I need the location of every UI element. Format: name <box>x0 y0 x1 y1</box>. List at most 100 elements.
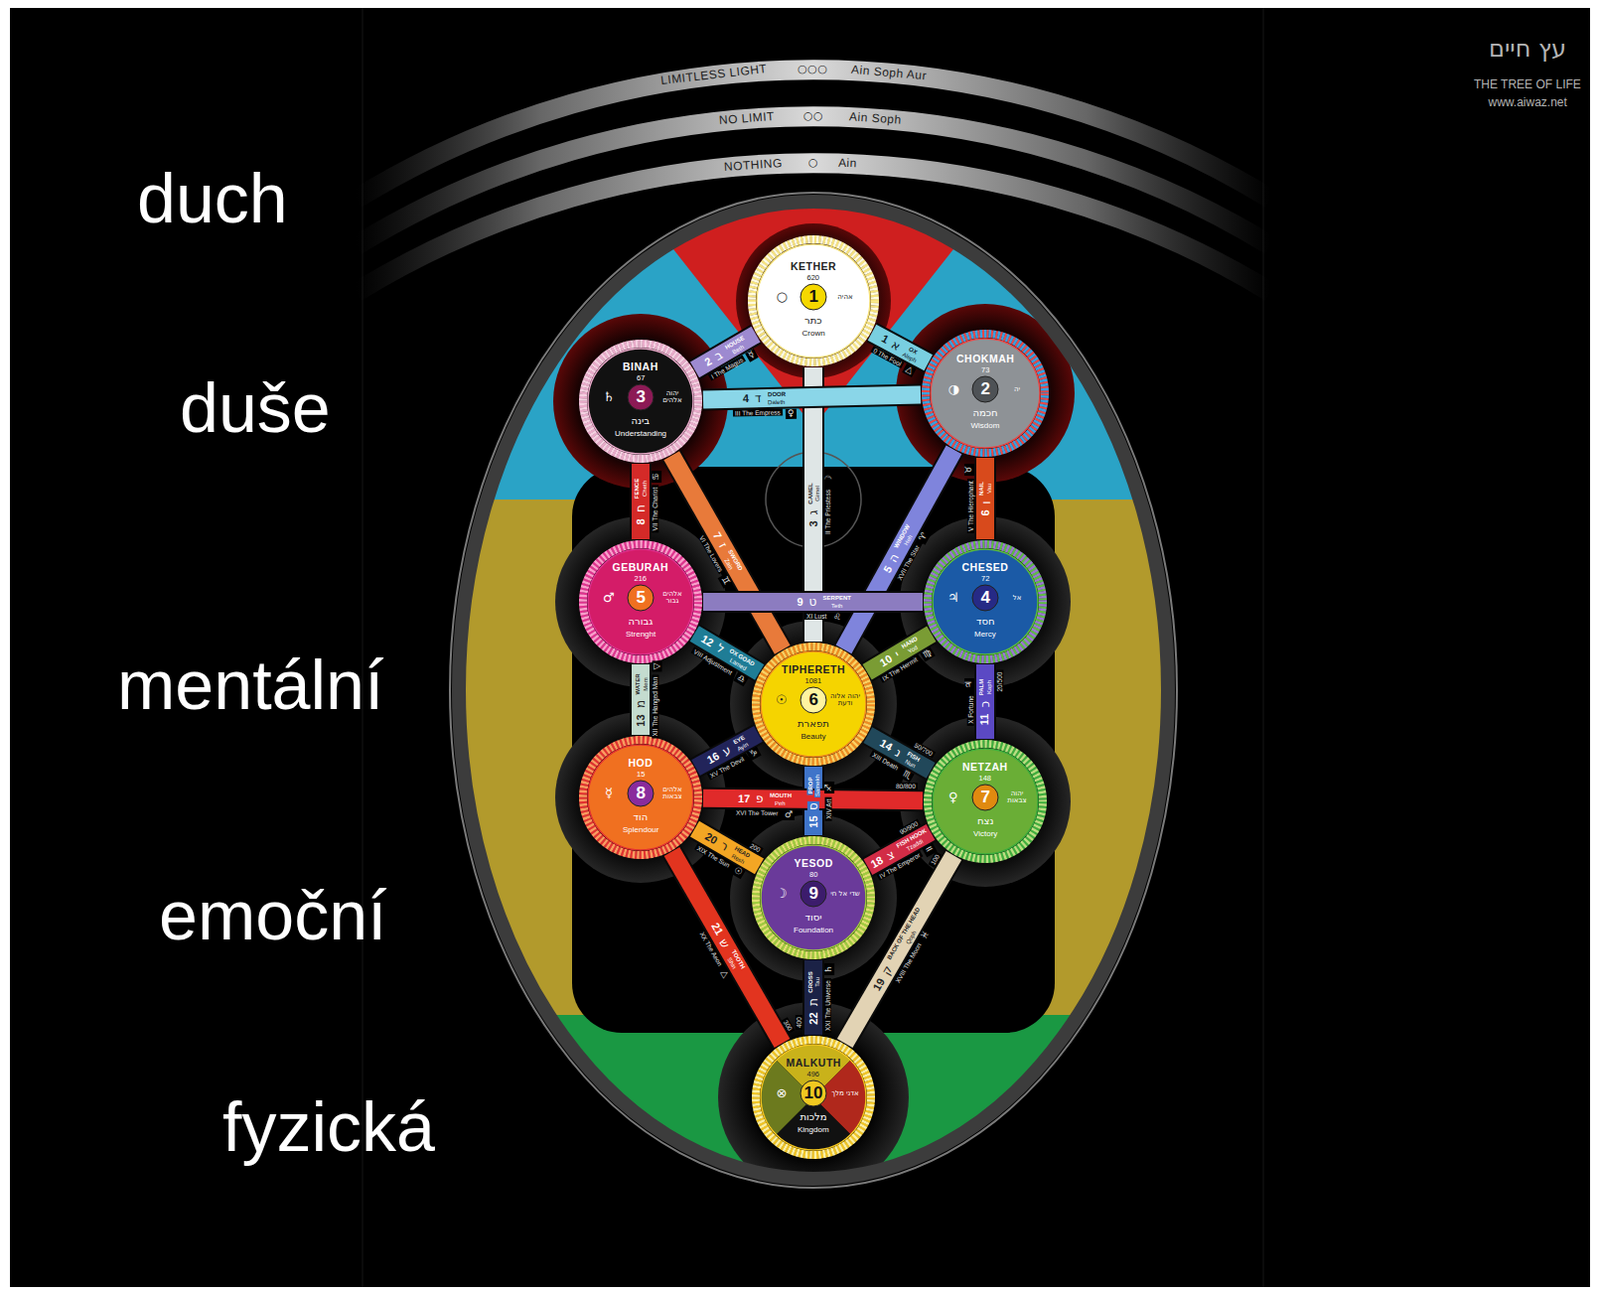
hebrew-name: יסוד <box>805 911 823 923</box>
path-band-outline <box>802 960 825 1035</box>
letter-meaning: SERPENT <box>822 594 853 601</box>
sephira-number: 5 <box>636 588 646 608</box>
sephira-disc <box>930 338 1040 448</box>
sephira-name: CHESED <box>962 562 1010 575</box>
planet-symbol: ♂ <box>602 590 615 605</box>
sephira-ring <box>755 840 872 956</box>
sephira-disc <box>587 744 694 851</box>
letter-name: Kaph <box>986 678 993 695</box>
path-band <box>703 394 921 400</box>
path-band <box>631 463 650 540</box>
letter-value: 400 <box>795 1015 803 1030</box>
planet-symbol: ⊗ <box>776 1086 788 1101</box>
astro-symbol: ♀ <box>785 408 797 419</box>
sephira-ring <box>755 1039 872 1156</box>
gematria-value: 148 <box>979 774 993 783</box>
sephira-circle: TIPHERETH10816☉תפארתBeautyיהוה אלוה ודעת <box>751 642 875 766</box>
letter-name: Cheth <box>641 479 648 498</box>
sephira-name: TIPHERETH <box>781 664 846 677</box>
path-band <box>872 332 929 363</box>
plane-label: duch <box>137 160 289 238</box>
hebrew-name: הוד <box>633 811 649 823</box>
tarot-card: XI Lust <box>804 612 829 620</box>
divine-name: אלהים גבור <box>657 590 688 606</box>
sephira-disc <box>587 549 694 655</box>
sephira-ring <box>751 239 875 363</box>
path-band-outline <box>629 463 652 540</box>
sephira-ring <box>925 333 1045 453</box>
path-number: 13 <box>635 713 647 728</box>
sephira-circle: CHESED724♃חסדMercyאל <box>923 540 1047 664</box>
path-band <box>872 332 929 363</box>
divine-name: אל <box>1002 594 1032 602</box>
planet-symbol: ○ <box>776 290 788 304</box>
astro-symbol: ♄ <box>824 962 835 975</box>
divine-name: אדני מלך <box>830 1090 861 1098</box>
gematria-value: 496 <box>807 1070 821 1079</box>
gematria-value: 216 <box>634 575 648 583</box>
sephira-name: NETZAH <box>962 761 1009 774</box>
tarot-card: X Fortune <box>967 693 975 727</box>
number-disc <box>972 584 999 611</box>
sephira-ring <box>755 646 872 762</box>
sephira-circle: NETZAH1487♀נצחVictoryיהוה צבאות <box>923 739 1047 864</box>
halo <box>729 620 897 788</box>
letter-meaning: NAIL <box>978 480 985 497</box>
path-band <box>703 592 923 611</box>
letter-name: Daleth <box>766 399 786 406</box>
number-disc <box>627 384 654 411</box>
path-band-outline <box>872 332 929 363</box>
tarot-card: VII The Chariot <box>651 485 659 534</box>
path-band <box>985 457 987 540</box>
gematria-value: 67 <box>636 374 645 383</box>
sephira-ring <box>582 544 699 660</box>
sephira-ring <box>755 1039 872 1156</box>
sephira-ring <box>582 739 699 856</box>
sephira-circle: GEBURAH2165♂גבורהStrenghtאלהים גבור <box>579 540 703 664</box>
hebrew-name: גבורה <box>628 615 654 627</box>
sephira-ring <box>925 333 1045 453</box>
path-number: 22 <box>808 1011 820 1025</box>
letter-meaning: PALM <box>978 677 985 697</box>
halo <box>729 814 897 982</box>
number-disc <box>800 687 827 714</box>
planet-symbol: ◑ <box>948 382 960 397</box>
sephira-ring <box>755 646 872 762</box>
halo <box>735 223 891 379</box>
tarot-card: XII The Hanged Man <box>651 675 659 739</box>
letter-value: 80/800 <box>893 782 918 790</box>
letter-meaning: FENCE <box>633 477 640 500</box>
sephira-ring <box>582 343 699 459</box>
english-name: Mercy <box>974 630 997 640</box>
sephira-name: KETHER <box>790 261 837 274</box>
number-disc <box>800 1080 827 1107</box>
letter-name: Peh <box>773 800 787 807</box>
planet-symbol: ♀ <box>948 790 959 805</box>
hebrew-letter: ט <box>808 595 819 608</box>
letter-name: Mem <box>641 676 648 692</box>
english-name: Crown <box>802 329 826 339</box>
hebrew-name: מלכות <box>800 1111 828 1123</box>
astro-symbol: ♃ <box>964 677 975 690</box>
hebrew-name: כתר <box>804 314 823 326</box>
planet-symbol: ♄ <box>602 390 615 405</box>
planet-symbol: ☽ <box>775 886 788 901</box>
sephira-ring <box>927 743 1043 860</box>
hebrew-letter: מ <box>634 699 647 710</box>
path-band-outline <box>629 664 652 735</box>
sephira-circle: YESOD809☽יסודFoundationשדי אל חי <box>751 836 875 960</box>
sephira-circle: CHOKMAH732◑חכמהWisdomיה <box>921 329 1049 457</box>
number-disc <box>972 784 999 811</box>
sephira-number: 1 <box>809 288 819 307</box>
path-band-outline <box>703 590 923 613</box>
number-disc <box>800 284 827 310</box>
letter-meaning: CAMEL <box>806 481 813 505</box>
english-name: Understanding <box>614 430 667 439</box>
egg-regions <box>446 188 1182 1194</box>
sephira-disc <box>932 748 1038 855</box>
path-band-outline <box>974 664 997 739</box>
astro-symbol: ☽ <box>824 472 835 485</box>
sephira-ring <box>927 743 1043 860</box>
plane-label: emoční <box>158 877 388 955</box>
